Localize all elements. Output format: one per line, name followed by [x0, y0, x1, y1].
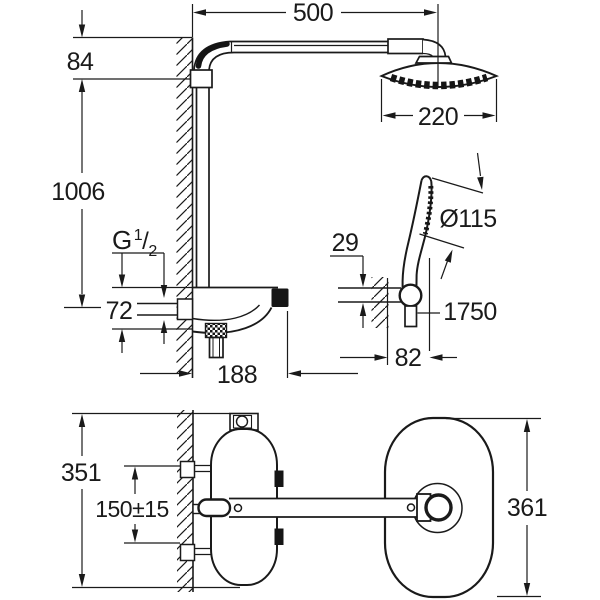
dim-valve-span: 351 — [61, 459, 101, 487]
arm-end-joint — [424, 493, 453, 522]
dim-head-drop: 84 — [67, 48, 94, 76]
riser-connector-circle — [235, 415, 249, 428]
dim-hand-shower-diameter: Ø115 — [439, 205, 496, 233]
hose-outlet-stub — [208, 336, 224, 359]
control-knob — [271, 288, 289, 307]
dim-bracket-size: 29 — [332, 229, 359, 257]
bracket-hose-stub — [404, 305, 418, 328]
valve-tab-upper — [274, 470, 284, 487]
dim-bracket-depth: 82 — [395, 344, 422, 372]
dimensions-plan-view: 351 150±15 361 — [61, 412, 548, 598]
riser-pipe — [189, 40, 235, 288]
valve-tab-lower — [274, 528, 284, 545]
dim-outlet-offset: 72 — [106, 297, 133, 325]
pipe-wall-joint — [189, 69, 213, 89]
dim-mounting-height: 1750 — [443, 298, 497, 326]
inlet-connections — [179, 460, 212, 562]
dim-head-diameter: 220 — [418, 103, 458, 131]
inlet-flange — [176, 298, 194, 321]
arm-bar-plan — [192, 493, 453, 522]
hose-outlet-nut — [204, 322, 228, 339]
wall-section-plan — [177, 410, 194, 592]
dim-valve-depth: 188 — [217, 361, 257, 389]
spray-face-pattern — [389, 73, 489, 90]
head-shower-stem — [414, 55, 453, 64]
shower-arm — [230, 38, 447, 57]
thermostat-valve-side — [137, 286, 289, 359]
plan-view: 351 150±15 361 — [61, 410, 548, 599]
elbow-shading — [195, 41, 230, 69]
screw-left — [233, 503, 243, 513]
dim-inlet-spacing: 150±15 — [95, 496, 169, 522]
dim-arm-length: 500 — [293, 0, 333, 27]
head-shower — [379, 55, 500, 90]
hand-shower — [338, 175, 434, 328]
screw-right — [406, 503, 416, 512]
dim-riser-height: 1006 — [51, 178, 105, 206]
bracket-knob — [398, 283, 423, 308]
control-handle-plan — [197, 498, 232, 518]
dim-head-length: 361 — [507, 494, 547, 522]
wall-section-side — [176, 37, 194, 378]
